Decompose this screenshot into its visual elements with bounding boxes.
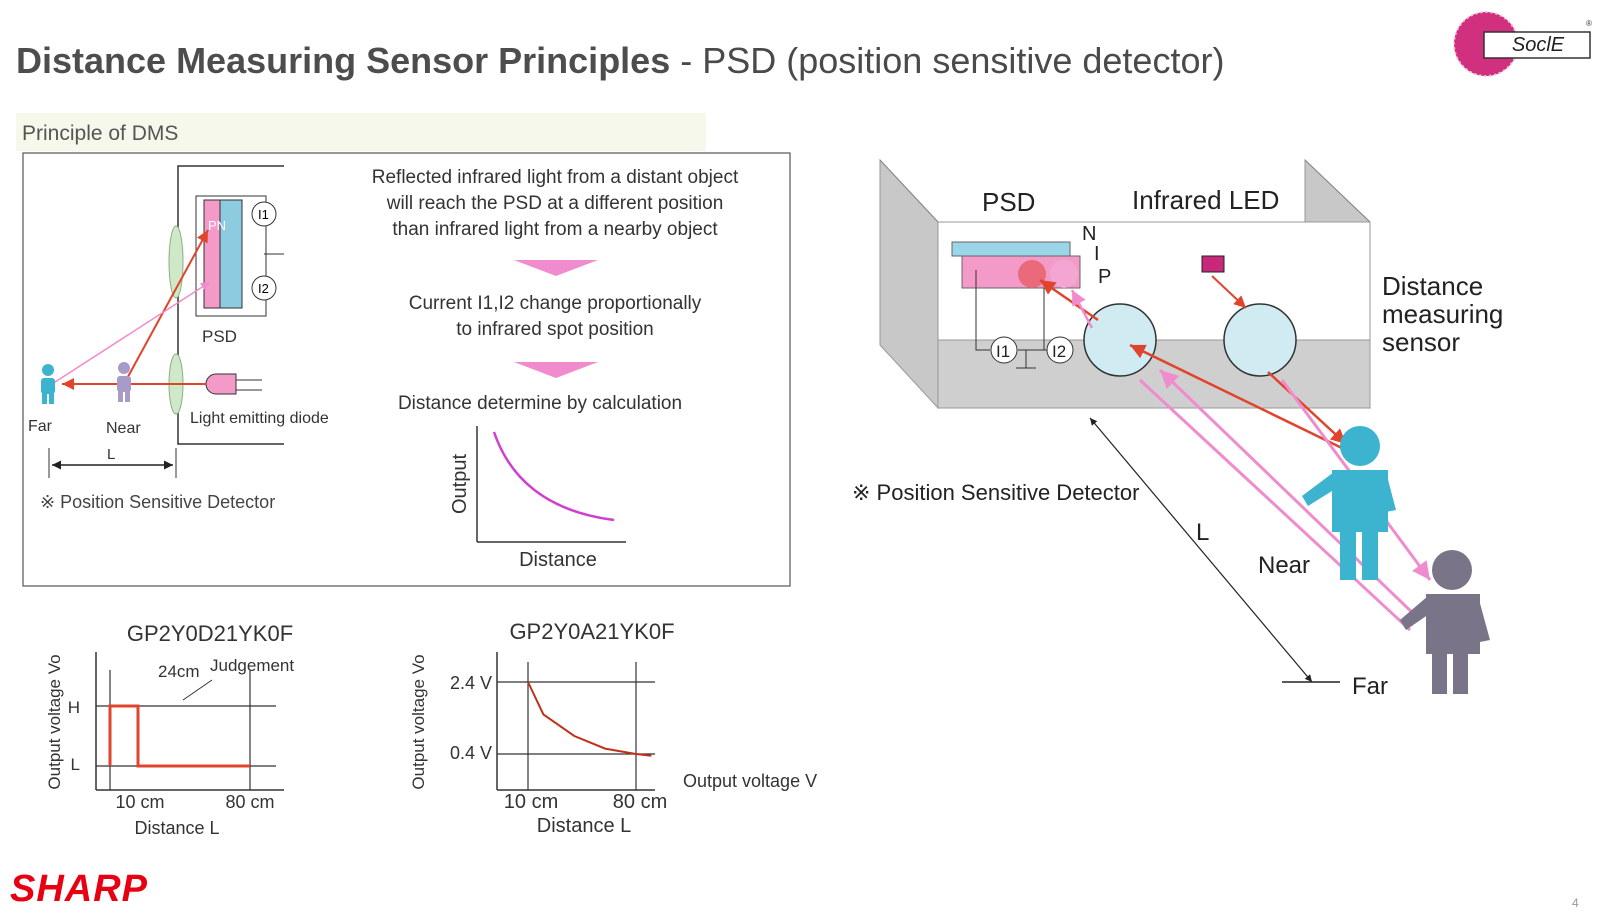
chart1-series-line — [108, 704, 250, 768]
led-label: Light emitting diode — [190, 410, 329, 427]
psd-element: PN I1 I2 — [195, 195, 284, 317]
sensor-label-line3: sensor — [1382, 327, 1460, 357]
chart1-xtick-80: 80 cm — [225, 792, 274, 812]
sharp-logo: SHARP — [10, 868, 149, 910]
current-i2-icon — [1046, 336, 1074, 364]
text2-line2: to infrared spot position — [456, 319, 654, 340]
sensor-label-line2: measuring — [1382, 299, 1503, 329]
psd-spot-near — [1018, 260, 1046, 288]
psd-footnote: ※ Position Sensitive Detector — [40, 492, 275, 512]
title-subtitle: - PSD (position sensitive detector) — [670, 40, 1225, 81]
near-label: Near — [106, 420, 141, 437]
chart1-annotation2: Judgement — [210, 656, 294, 675]
sensor-l-arrow — [1089, 417, 1313, 683]
chart2-ytick-2-4: 2.4 V — [450, 673, 492, 693]
sensor-far-label: Far — [1352, 673, 1388, 700]
principle-header-bar — [16, 113, 706, 151]
led-element — [205, 373, 262, 395]
sensor-near-label: Near — [1258, 552, 1310, 579]
psd-label: PSD — [202, 327, 237, 346]
chart-gp2y0a21yk0f: GP2Y0A21YK0F Output voltage Vo Distance … — [409, 619, 817, 837]
far-person-icon — [41, 364, 55, 404]
ir-led-icon — [1201, 255, 1225, 273]
sensor-illustration: N I P PSD Infrared LED I1 I2 — [852, 158, 1503, 700]
svg-text:I1: I1 — [258, 207, 269, 222]
sensor-l-label: L — [1196, 519, 1209, 546]
chart1-title: GP2Y0D21YK0F — [127, 621, 293, 646]
sensor-footnote: ※ Position Sensitive Detector — [852, 480, 1139, 505]
current-i1-icon — [990, 336, 1018, 364]
psd-spot-far — [1050, 260, 1078, 288]
down-arrow-2-icon — [514, 362, 598, 378]
far-person-icon — [1400, 550, 1490, 694]
text3: Distance determine by calculation — [398, 393, 682, 414]
text1-line2: will reach the PSD at a different positi… — [386, 193, 724, 214]
near-person-icon — [117, 362, 131, 402]
page-number: 4 — [1572, 896, 1579, 910]
far-reflected-ray — [51, 281, 211, 385]
emitter-lens — [1223, 303, 1297, 377]
sensor-box-left-wall — [879, 158, 939, 410]
chart1-ylabel: Output voltage Vo — [45, 654, 64, 789]
l-label: L — [107, 446, 115, 463]
psd-strip-top — [951, 241, 1071, 257]
dms-housing — [177, 165, 284, 445]
psd-p-label: P — [1098, 266, 1111, 288]
text1-line1: Reflected infrared light from a distant … — [372, 167, 739, 188]
sensor-label-line1: Distance — [1382, 271, 1483, 301]
chart2-xlabel: Distance L — [537, 815, 632, 837]
far-label: Far — [28, 418, 53, 435]
svg-text:I2: I2 — [258, 281, 269, 296]
chart2-side-label: Output voltage V — [683, 771, 817, 791]
principle-text: Reflected infrared light from a distant … — [372, 167, 739, 414]
chart2-series-line — [527, 681, 652, 757]
sensor-led-label: Infrared LED — [1132, 185, 1279, 215]
chart1-xlabel: Distance L — [134, 818, 219, 838]
near-person-icon — [1302, 426, 1396, 580]
logo-plate — [1483, 31, 1591, 59]
principle-box — [22, 152, 791, 587]
chart1-annotation: 24cm — [158, 662, 200, 681]
svg-text:I2: I2 — [1052, 342, 1066, 361]
text1-line3: than infrared light from a nearby object — [392, 219, 718, 240]
svg-text:Output: Output — [449, 454, 471, 514]
chart1-xtick-10: 10 cm — [115, 792, 164, 812]
svg-text:Distance: Distance — [519, 549, 597, 571]
chart1-ytick-l: L — [71, 755, 80, 774]
slide-title: Distance Measuring Sensor Principles - P… — [16, 40, 1224, 82]
chart2-xtick-80: 80 cm — [613, 791, 667, 813]
title-bold: Distance Measuring Sensor Principles — [16, 40, 671, 81]
chart2-xtick-10: 10 cm — [504, 791, 558, 813]
psd-n-label: N — [1082, 223, 1096, 245]
down-arrow-1-icon — [514, 260, 598, 276]
receiver-lens — [1083, 303, 1157, 377]
chart2-title: GP2Y0A21YK0F — [509, 619, 674, 644]
chart1-ytick-h: H — [68, 698, 80, 717]
svg-text:®: ® — [1586, 19, 1592, 28]
sensor-psd-label: PSD — [982, 187, 1035, 217]
svg-text:I1: I1 — [996, 342, 1010, 361]
text2-line1: Current I1,I2 change proportionally — [409, 293, 702, 314]
near-reflected-ray — [123, 229, 209, 385]
svg-text:PN: PN — [208, 218, 226, 233]
chart2-ylabel: Output voltage Vo — [409, 654, 428, 789]
socle-logo: SoclE ® — [1453, 11, 1592, 77]
chart2-ytick-0-4: 0.4 V — [450, 743, 492, 763]
output-distance-mini-chart: Output Distance — [449, 426, 626, 571]
psd-i-label: I — [1094, 243, 1100, 265]
chart-gp2y0d21yk0f: GP2Y0D21YK0F Output voltage Vo Distance … — [45, 621, 294, 838]
principle-header: Principle of DMS — [22, 122, 178, 145]
lens-top — [168, 225, 184, 299]
logo-text: SoclE — [1512, 34, 1565, 56]
